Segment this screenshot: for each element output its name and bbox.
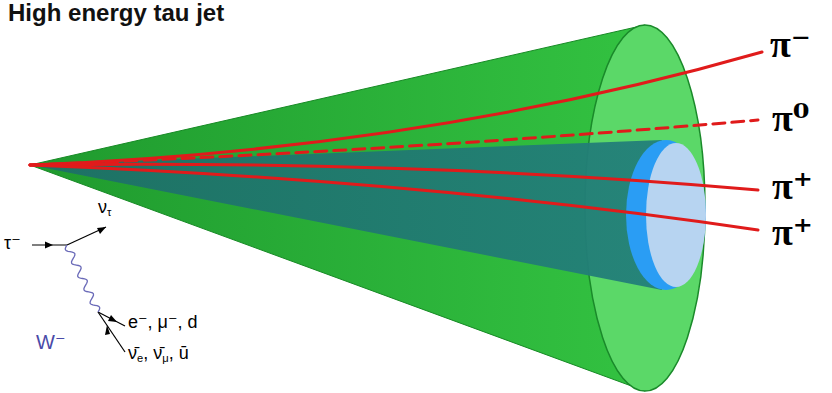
arrowhead: [105, 325, 110, 335]
antiparticle-label: ν̄e, ν̄μ, ū: [128, 344, 189, 364]
antifermion-line: [98, 312, 125, 352]
particle-label: π⁺: [772, 166, 813, 208]
pion-track: [30, 165, 758, 230]
particle-label: π⁺: [772, 212, 813, 254]
neutrino-label: ντ: [98, 198, 111, 218]
pion-track-dashed: [30, 120, 758, 165]
arrowhead: [45, 242, 53, 249]
figure-title: High energy tau jet: [8, 0, 224, 26]
w-boson-line: [65, 245, 99, 312]
decay-products-label: e⁻, μ⁻, d: [128, 313, 198, 333]
particle-label: π⁻: [770, 24, 811, 66]
w-boson-label: W⁻: [36, 331, 65, 353]
particle-label: π⁰: [772, 98, 809, 140]
arrowhead: [108, 315, 117, 322]
tau-label: τ⁻: [4, 234, 21, 254]
arrowhead: [97, 227, 106, 234]
neutrino-line: [67, 227, 106, 245]
pion-track: [30, 52, 762, 165]
